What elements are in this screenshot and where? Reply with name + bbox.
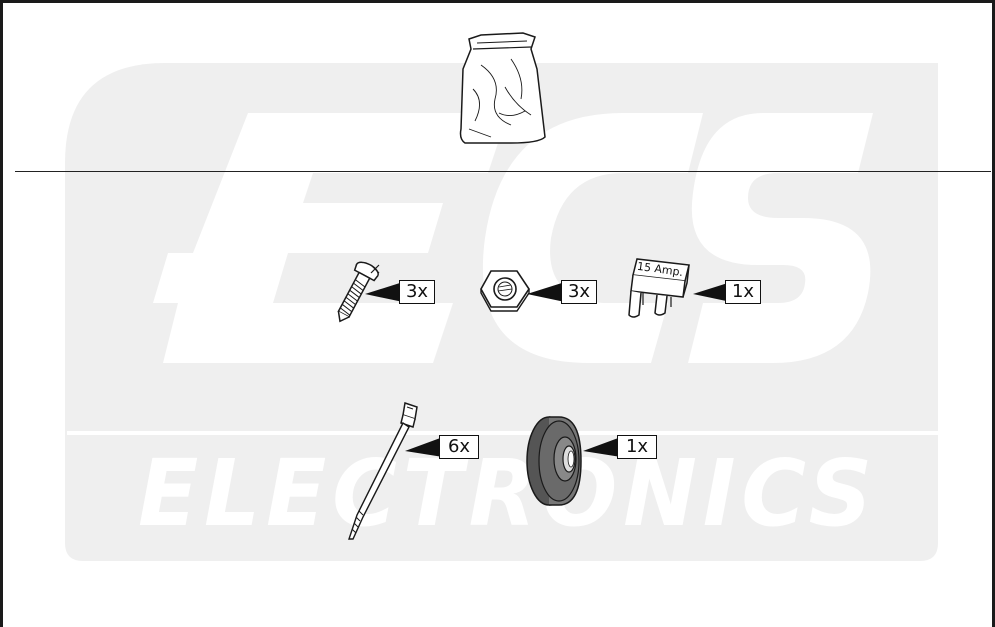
watermark-brand-text: ELECTRONICS xyxy=(138,440,878,547)
quantity-label: 3x xyxy=(399,280,435,304)
grommet-icon xyxy=(526,416,582,506)
pointer-arrow xyxy=(405,437,443,457)
fuse-icon: 15 Amp. xyxy=(628,258,690,318)
section-divider xyxy=(15,171,991,172)
pointer-arrow xyxy=(583,437,621,457)
screw-icon xyxy=(337,261,380,323)
nut-icon xyxy=(480,270,530,312)
fuse-rating-label: 15 Amp. xyxy=(636,260,684,279)
quantity-label: 6x xyxy=(439,435,479,459)
quantity-label: 1x xyxy=(617,435,657,459)
pointer-arrow xyxy=(527,282,565,302)
cable-tie-icon xyxy=(348,402,418,540)
bag-icon xyxy=(459,32,546,144)
pointer-arrow xyxy=(365,282,403,302)
pointer-arrow xyxy=(693,282,731,302)
quantity-label: 1x xyxy=(725,280,761,304)
ecs-electronics-watermark: ELECTRONICS xyxy=(65,63,938,561)
quantity-label: 3x xyxy=(561,280,597,304)
ecs-logo-letters xyxy=(153,113,873,363)
